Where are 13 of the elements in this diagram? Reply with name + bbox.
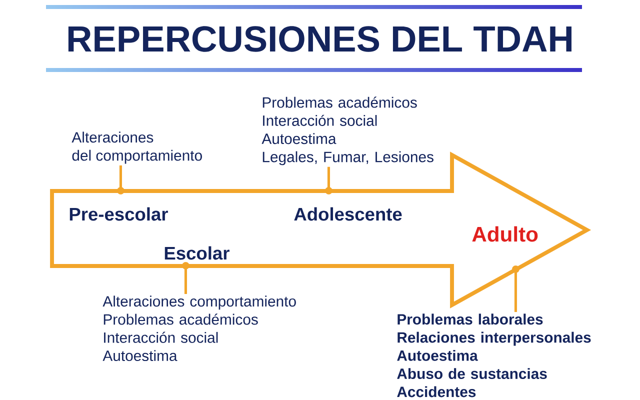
- stage-label: Adulto: [472, 226, 538, 242]
- text-list: Alteraciones comportamiento Problemas académicos Interacción social Autoestima: [102, 296, 296, 362]
- leader-line: [512, 266, 520, 312]
- stage-label: Adolescente: [294, 207, 402, 221]
- stage-label: Escolar: [164, 246, 230, 260]
- note-text: Alteraciones del comportamiento: [72, 132, 202, 164]
- title: REPERCUSIONES DEL TDAH: [68, 26, 572, 52]
- text-list: Problemas académicos Interacción social Autoestima Legales, Fumar, Lesiones: [262, 96, 434, 166]
- leader-line: [182, 262, 190, 294]
- leader-line: [117, 165, 124, 194]
- leader-line: [325, 166, 332, 194]
- text-list: Problemas laborales Relaciones interpersonales Autoestima Abuso de sustancias Accidentes: [397, 314, 591, 398]
- stage-label: Pre-escolar: [70, 207, 168, 221]
